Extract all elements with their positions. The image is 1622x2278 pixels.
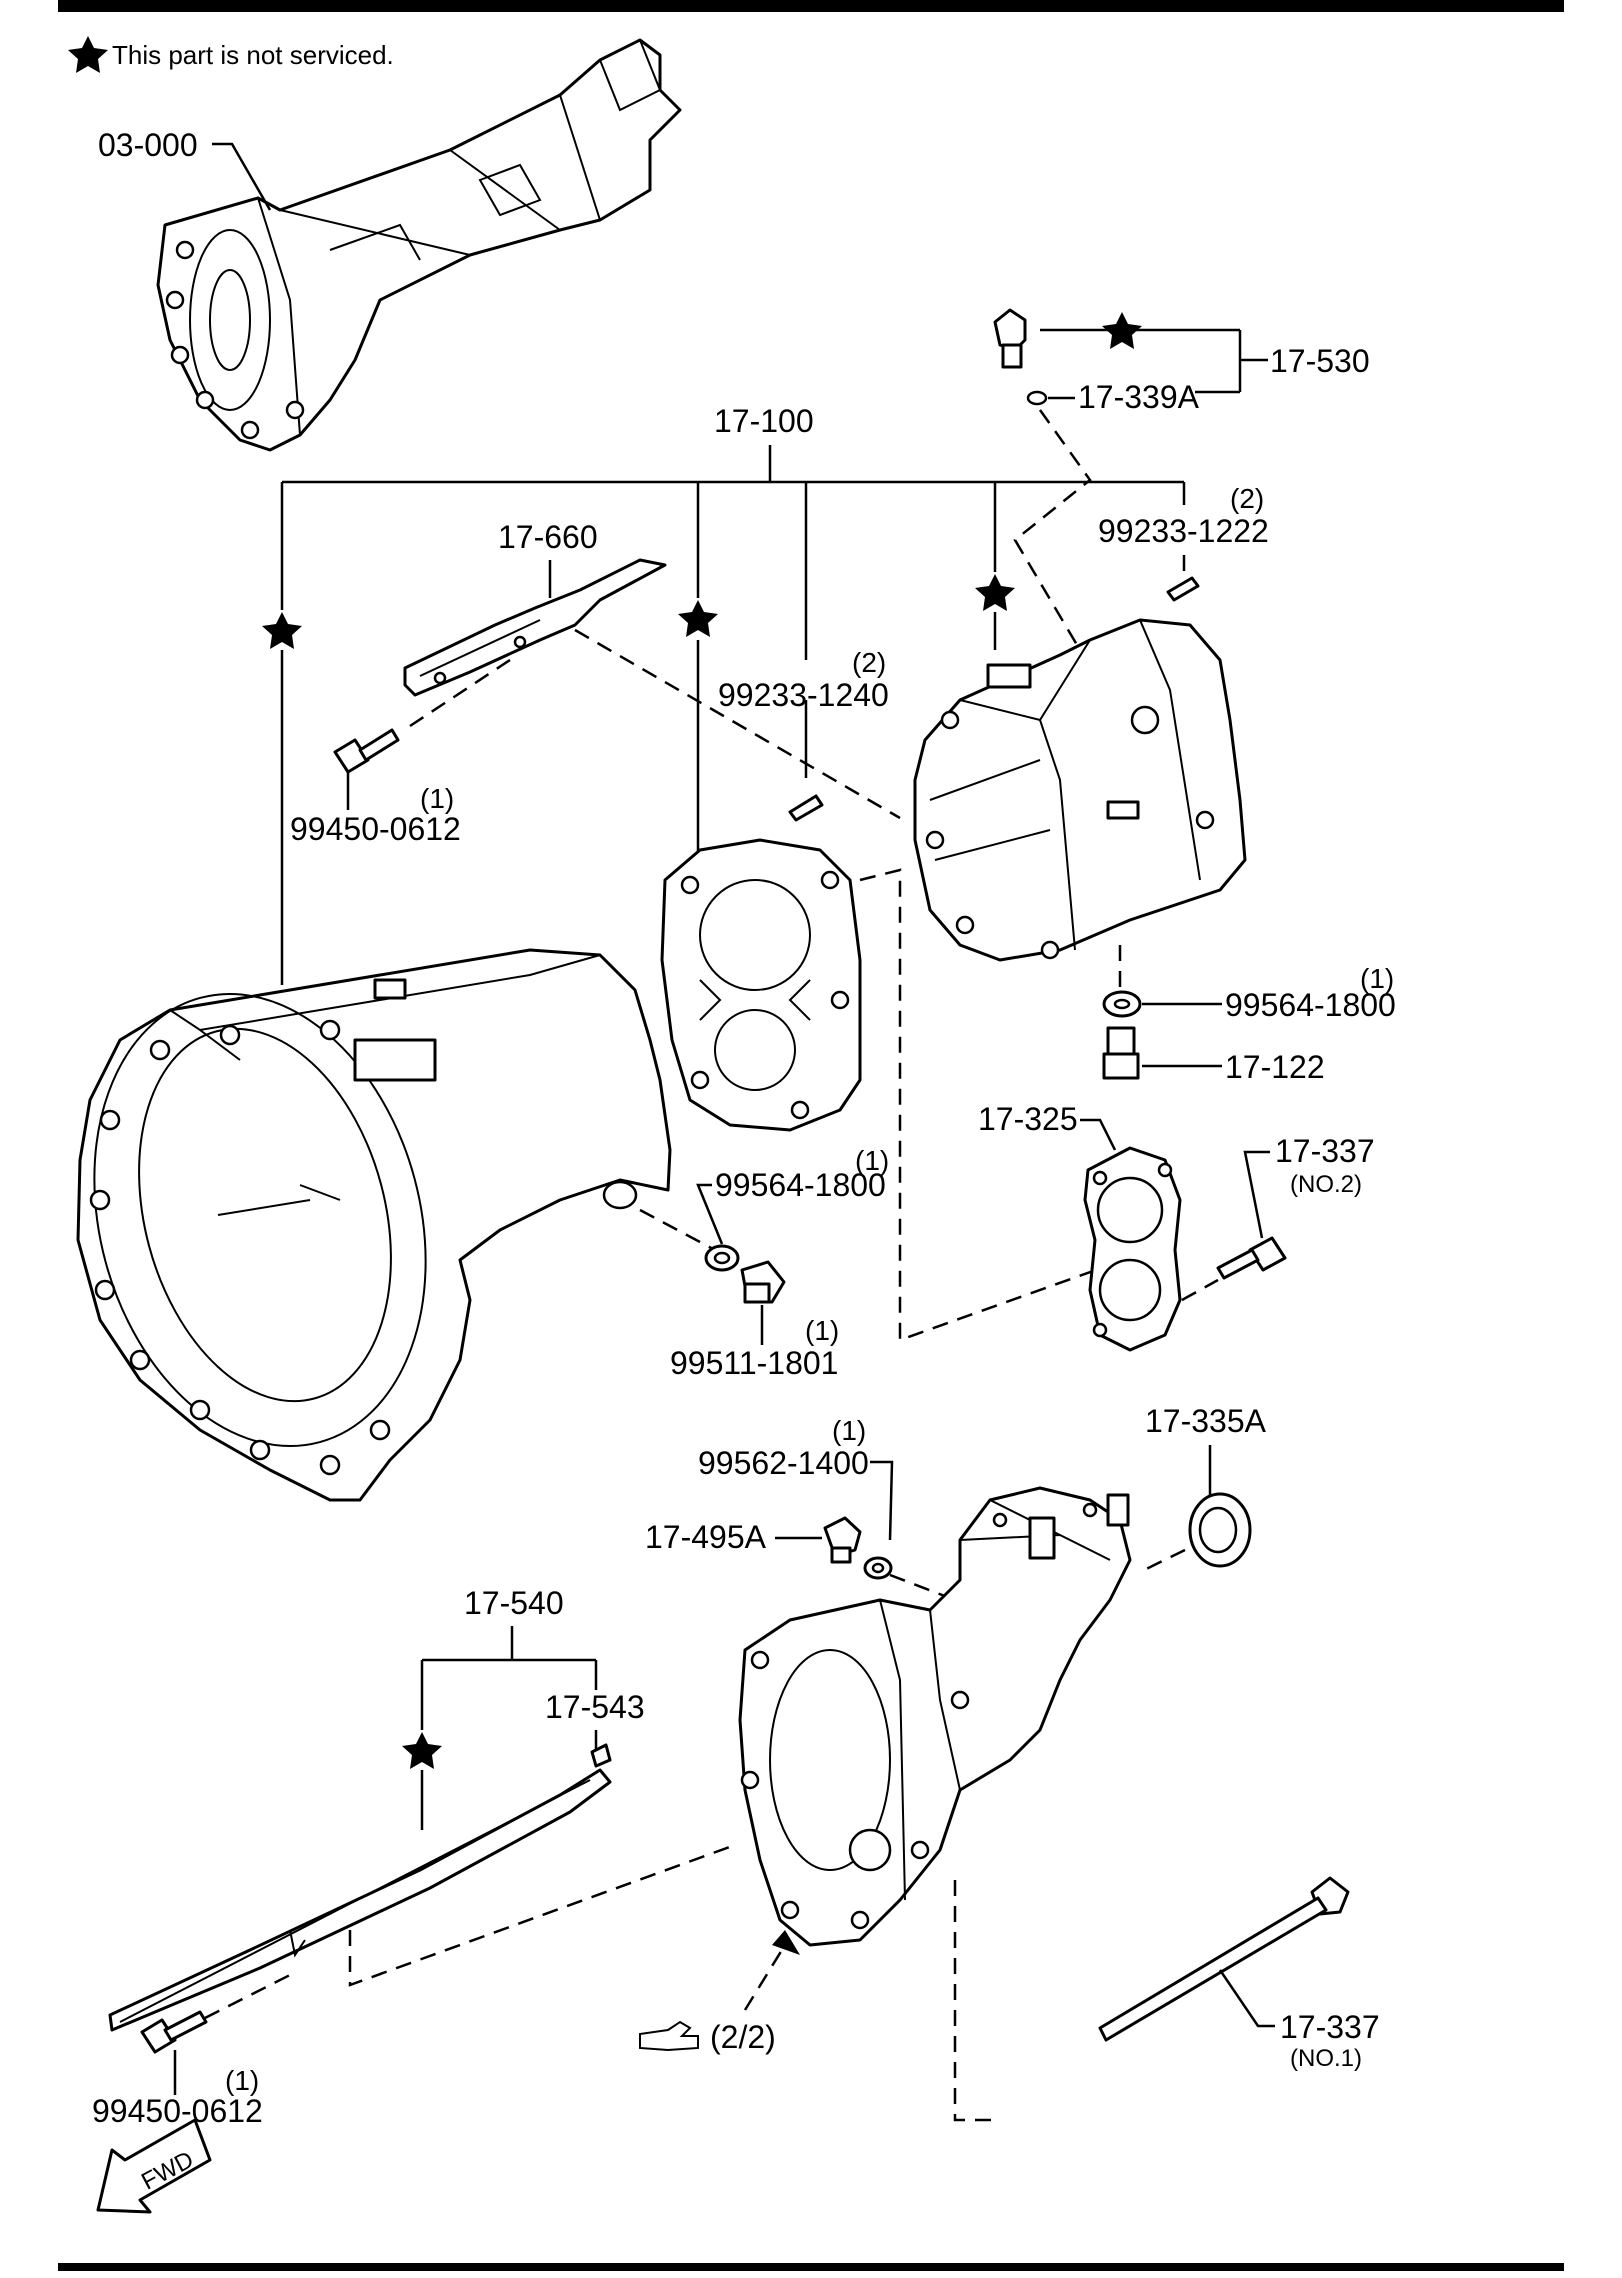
switch-illustration (993, 308, 1048, 406)
label-washer-c: 99562-1400 (698, 1445, 869, 1481)
fwd-arrow-icon (96, 2118, 212, 2214)
extension-housing-illustration (738, 1486, 1132, 1947)
pointing-hand-icon (639, 2020, 699, 2052)
bottom-border (58, 2263, 1564, 2271)
qty-pin-front: (2) (852, 647, 886, 678)
washer-b-illustration (704, 1244, 740, 1272)
qty-lower-bolt: (1) (225, 2065, 259, 2096)
bracket-illustration (403, 558, 667, 697)
long-bracket-illustration (108, 1768, 612, 2032)
fwd-indicator: FWD (96, 2118, 212, 2214)
clip-illustration (590, 1743, 612, 1768)
label-plug-a: 17-122 (1225, 1049, 1325, 1085)
label-lower-bolt: 99450-0612 (92, 2093, 263, 2129)
qty-washer-a: (1) (1360, 963, 1394, 994)
plug-a-illustration (1102, 1026, 1140, 1080)
washer-a-illustration (1102, 990, 1142, 1018)
label-clip: 17-543 (545, 1689, 645, 1725)
reference-2-2[interactable]: (2/2) (639, 2019, 776, 2055)
label-transmission-assembly: 03-000 (98, 127, 198, 163)
label-washer-b: 99564-1800 (715, 1167, 886, 1203)
label-plug-c: 17-495A (645, 1519, 767, 1555)
plug-c-illustration (823, 1516, 862, 1564)
qty-plug-b: (1) (805, 1315, 839, 1346)
intermediate-plate-illustration (660, 838, 862, 1132)
qty-washer-b: (1) (855, 1145, 889, 1176)
label-oil-seal: 17-335A (1145, 1403, 1267, 1439)
legend: This part is not serviced. (68, 36, 394, 73)
legend-note: This part is not serviced. (112, 40, 394, 70)
star-icon (402, 1732, 442, 1769)
sub-bolt-no2: (NO.2) (1290, 1171, 1362, 1198)
label-switch-gasket: 17-339A (1078, 379, 1200, 415)
washer-c-illustration (863, 1556, 893, 1580)
pin-rear-illustration (1166, 576, 1200, 602)
top-border (58, 0, 1564, 12)
bolt-no1-illustration (1098, 1876, 1350, 2042)
label-bolt-no1: 17-337 (1280, 2009, 1380, 2045)
label-washer-a: 99564-1800 (1225, 987, 1396, 1023)
label-bolt-no2: 17-337 (1275, 1133, 1375, 1169)
label-pin-front: 99233-1240 (718, 677, 889, 713)
qty-pin-rear: (2) (1230, 483, 1264, 514)
bracket-bolt-illustration (333, 728, 400, 774)
pin-front-illustration (788, 794, 824, 822)
label-bracket-kit: 17-540 (464, 1585, 564, 1621)
label-bracket: 17-660 (498, 519, 598, 555)
label-gasket: 17-325 (978, 1101, 1078, 1137)
clutch-housing-illustration (76, 948, 672, 1502)
oil-seal-illustration (1188, 1492, 1252, 1568)
sub-bolt-no1: (NO.1) (1290, 2045, 1362, 2072)
arrow-icon (772, 1930, 800, 1955)
lower-bolt-illustration (140, 2010, 208, 2054)
reference-text: (2/2) (710, 2019, 776, 2055)
label-pin-rear: 99233-1222 (1098, 513, 1269, 549)
label-plug-b: 99511-1801 (670, 1345, 838, 1381)
star-icon (975, 574, 1015, 611)
star-icon (68, 36, 108, 73)
label-switch-kit: 17-530 (1270, 343, 1370, 379)
qty-washer-c: (1) (832, 1415, 866, 1446)
star-icon (1102, 312, 1142, 349)
label-case-kit: 17-100 (714, 403, 814, 439)
gasket-illustration (1083, 1146, 1182, 1352)
star-icon (262, 612, 302, 649)
transmission-case-illustration (913, 618, 1247, 962)
bolt-no2-illustration (1216, 1236, 1287, 1280)
label-bracket-bolt: 99450-0612 (290, 811, 461, 847)
plug-b-illustration (740, 1260, 786, 1304)
star-icon (678, 600, 718, 637)
qty-bracket-bolt: (1) (420, 783, 454, 814)
transmission-assembly-illustration (156, 38, 682, 452)
